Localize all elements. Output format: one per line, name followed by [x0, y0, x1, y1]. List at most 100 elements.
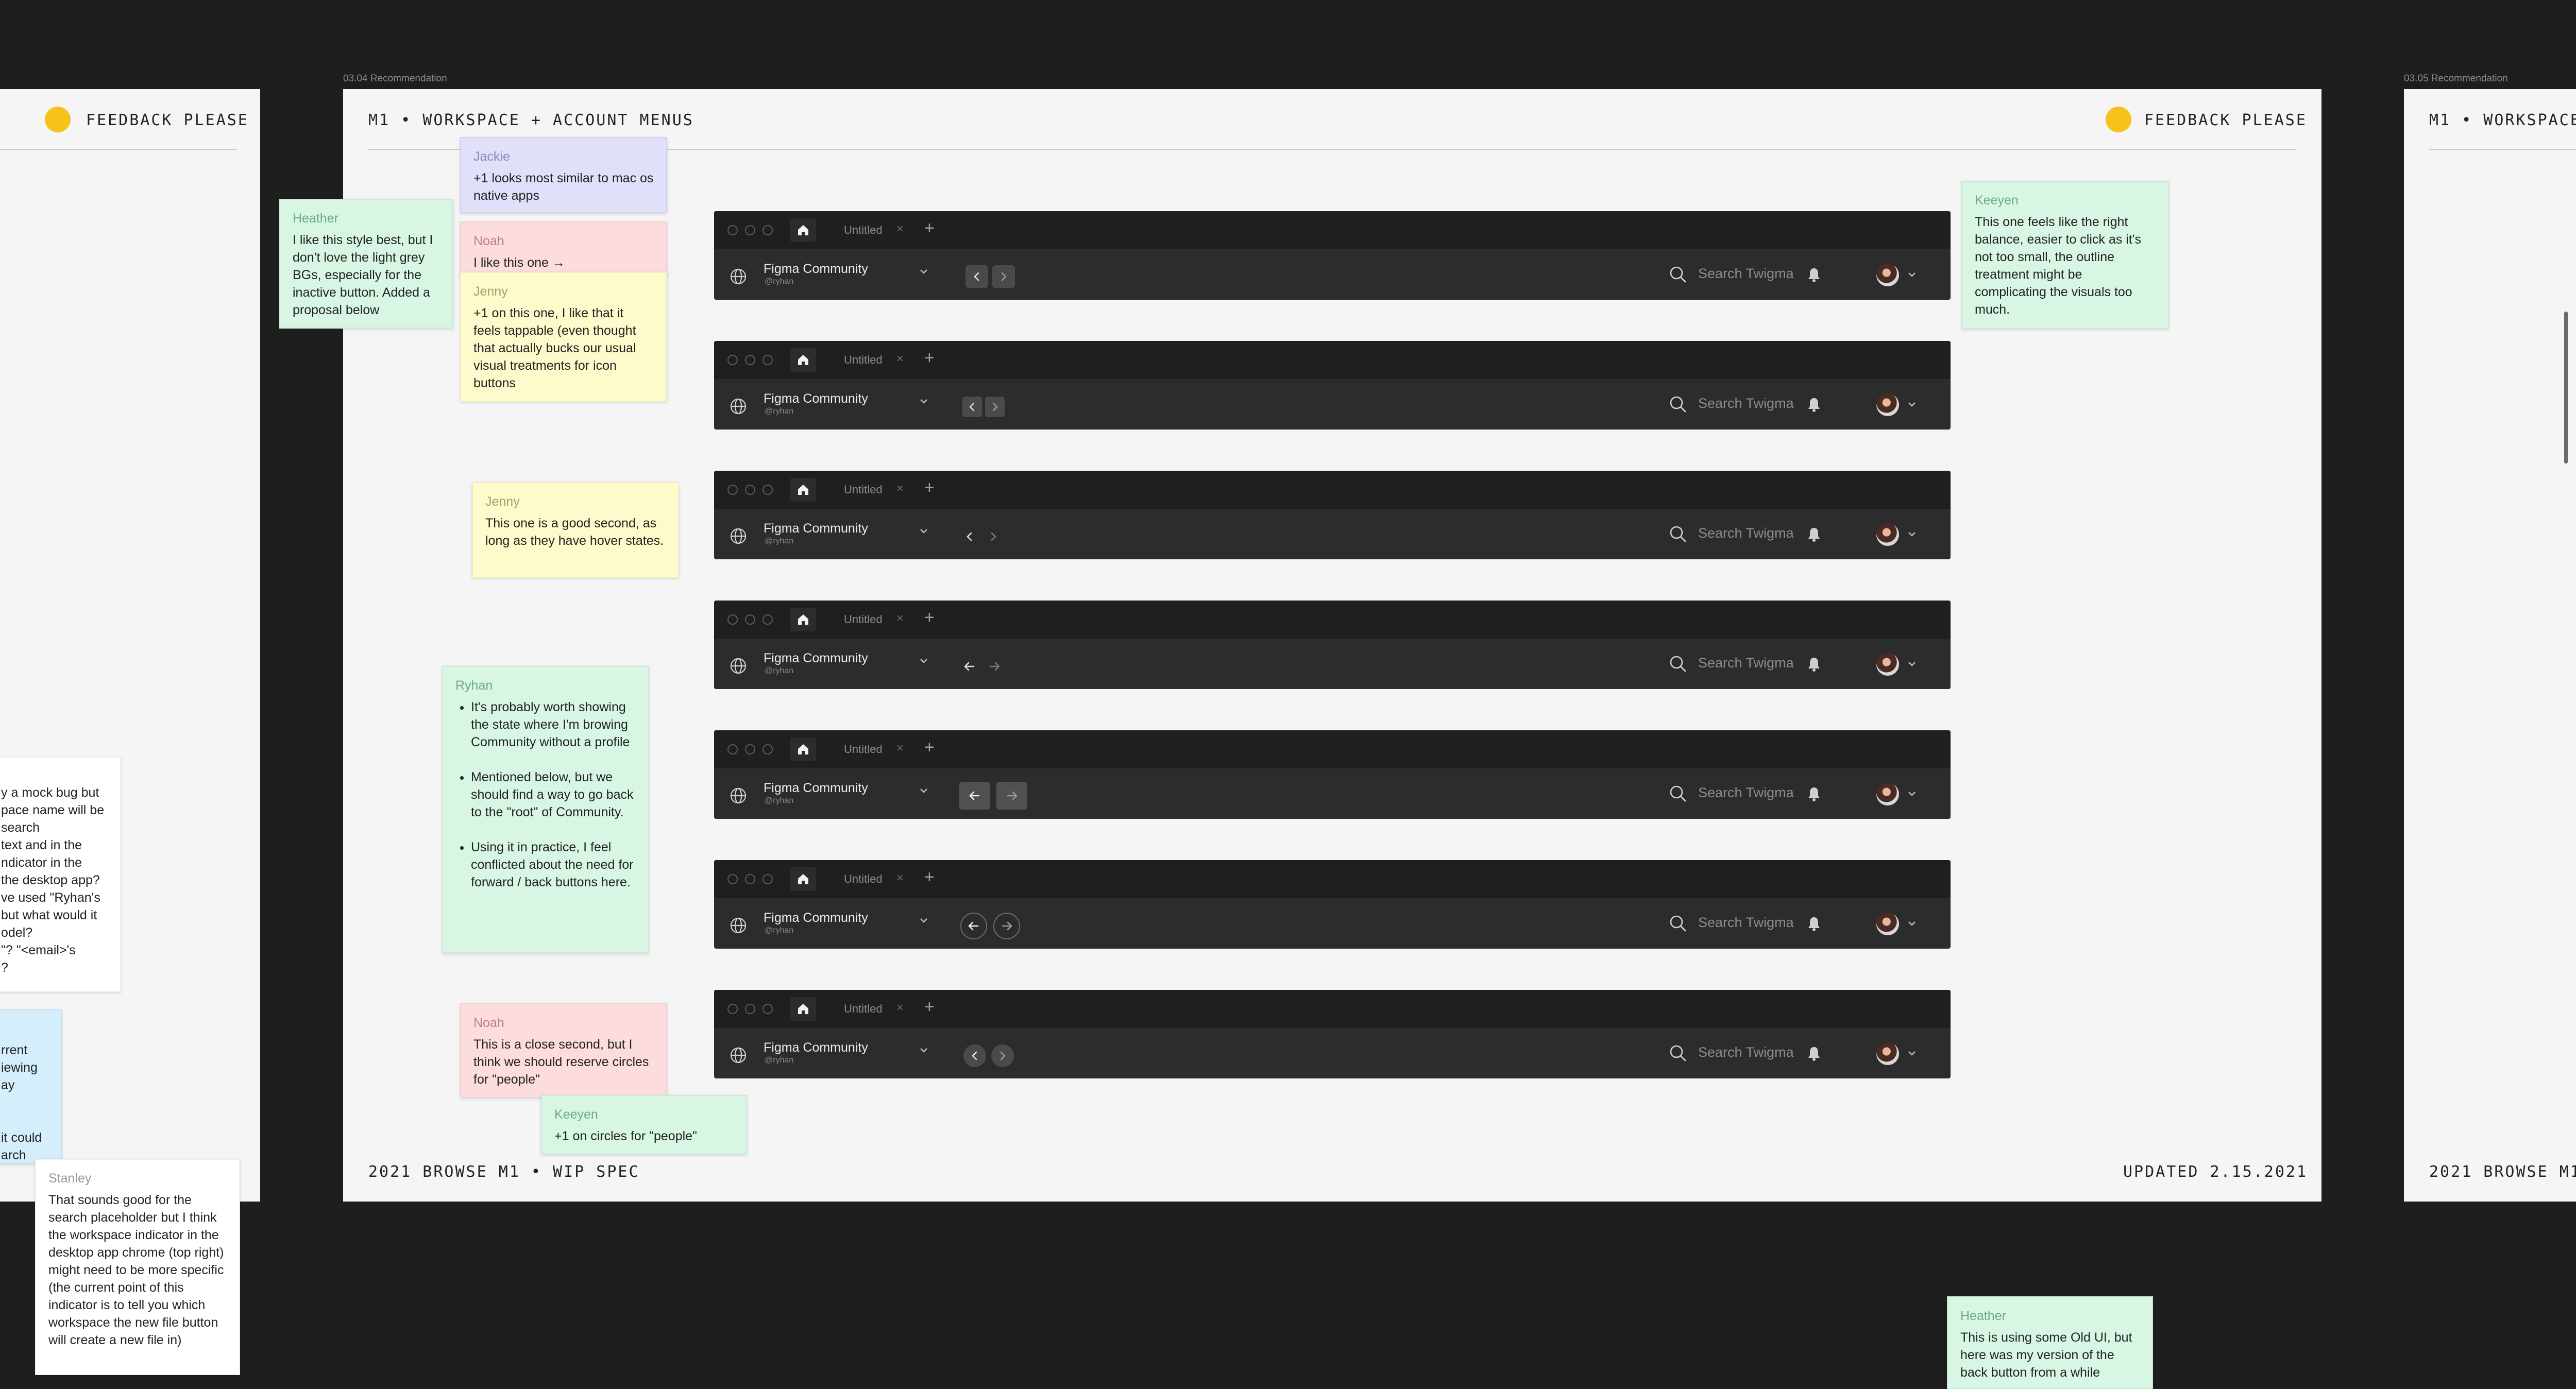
- note-jackie[interactable]: Jackie +1 looks most similar to mac os n…: [460, 137, 667, 213]
- window-minimize-dot[interactable]: [745, 614, 755, 625]
- file-tab-title[interactable]: Untitled: [844, 224, 883, 236]
- search-input[interactable]: Search Twigma: [1698, 655, 1794, 671]
- file-tab-title[interactable]: Untitled: [844, 483, 883, 496]
- note-keeyen-circles[interactable]: Keeyen +1 on circles for "people": [541, 1095, 747, 1155]
- note-stanley[interactable]: Stanley That sounds good for the search …: [35, 1159, 240, 1375]
- bell-icon[interactable]: [1806, 1045, 1822, 1062]
- bell-icon[interactable]: [1806, 397, 1822, 413]
- note-jenny[interactable]: Jenny +1 on this one, I like that it fee…: [460, 272, 667, 402]
- window-minimize-dot[interactable]: [745, 355, 755, 365]
- home-tab[interactable]: [790, 348, 816, 372]
- window-zoom-dot[interactable]: [762, 225, 773, 235]
- search-icon[interactable]: [1668, 265, 1688, 284]
- window-minimize-dot[interactable]: [745, 1004, 755, 1014]
- back-button[interactable]: [962, 397, 982, 417]
- forward-button[interactable]: [985, 397, 1005, 417]
- workspace-name[interactable]: Figma Community: [764, 1040, 868, 1055]
- avatar[interactable]: [1876, 264, 1899, 286]
- back-button[interactable]: [963, 1044, 986, 1067]
- window-zoom-dot[interactable]: [762, 1004, 773, 1014]
- avatar[interactable]: [1876, 913, 1899, 935]
- window-zoom-dot[interactable]: [762, 874, 773, 884]
- new-tab-button[interactable]: +: [924, 608, 935, 627]
- chevron-down-icon[interactable]: [1907, 530, 1917, 540]
- new-tab-button[interactable]: +: [924, 738, 935, 757]
- tab-close-icon[interactable]: ×: [896, 611, 904, 625]
- forward-button[interactable]: [992, 265, 1015, 288]
- back-button[interactable]: [961, 528, 978, 545]
- workspace-name[interactable]: Figma Community: [764, 262, 868, 276]
- home-tab[interactable]: [790, 608, 816, 631]
- home-tab[interactable]: [790, 738, 816, 761]
- search-icon[interactable]: [1668, 654, 1688, 674]
- home-tab[interactable]: [790, 867, 816, 891]
- note-jenny-second[interactable]: Jenny This one is a good second, as long…: [472, 482, 679, 578]
- window-close-dot[interactable]: [727, 744, 738, 754]
- search-input[interactable]: Search Twigma: [1698, 915, 1794, 930]
- search-input[interactable]: Search Twigma: [1698, 1044, 1794, 1060]
- search-input[interactable]: Search Twigma: [1698, 266, 1794, 281]
- forward-button[interactable]: [985, 528, 1002, 545]
- window-minimize-dot[interactable]: [745, 874, 755, 884]
- file-tab-title[interactable]: Untitled: [844, 743, 883, 756]
- search-input[interactable]: Search Twigma: [1698, 785, 1794, 800]
- chevron-down-icon[interactable]: [919, 398, 928, 407]
- window-minimize-dot[interactable]: [745, 225, 755, 235]
- bell-icon[interactable]: [1806, 916, 1822, 932]
- chevron-down-icon[interactable]: [919, 527, 928, 537]
- search-icon[interactable]: [1668, 524, 1688, 544]
- workspace-name[interactable]: Figma Community: [764, 391, 868, 406]
- canvas-scrollbar[interactable]: [2564, 312, 2568, 464]
- window-close-dot[interactable]: [727, 355, 738, 365]
- note-noah[interactable]: Noah I like this one →: [460, 221, 667, 277]
- new-tab-button[interactable]: +: [924, 348, 935, 368]
- window-zoom-dot[interactable]: [762, 485, 773, 495]
- chevron-down-icon[interactable]: [919, 1047, 928, 1056]
- window-close-dot[interactable]: [727, 614, 738, 625]
- file-tab-title[interactable]: Untitled: [844, 353, 883, 366]
- avatar[interactable]: [1876, 653, 1899, 676]
- search-icon[interactable]: [1668, 1043, 1688, 1063]
- workspace-name[interactable]: Figma Community: [764, 651, 868, 665]
- window-close-dot[interactable]: [727, 874, 738, 884]
- back-button[interactable]: [961, 658, 978, 675]
- note-ryhan[interactable]: Ryhan It's probably worth showing the st…: [442, 666, 649, 953]
- search-input[interactable]: Search Twigma: [1698, 396, 1794, 411]
- bell-icon[interactable]: [1806, 786, 1822, 802]
- window-minimize-dot[interactable]: [745, 744, 755, 754]
- tab-close-icon[interactable]: ×: [896, 871, 904, 885]
- window-close-dot[interactable]: [727, 485, 738, 495]
- chevron-down-icon[interactable]: [1907, 401, 1917, 410]
- bell-icon[interactable]: [1806, 526, 1822, 543]
- home-tab[interactable]: [790, 997, 816, 1021]
- new-tab-button[interactable]: +: [924, 867, 935, 887]
- workspace-name[interactable]: Figma Community: [764, 911, 868, 925]
- file-tab-title[interactable]: Untitled: [844, 872, 883, 885]
- forward-button[interactable]: [996, 782, 1027, 810]
- forward-button[interactable]: [993, 913, 1020, 939]
- note-noah-second[interactable]: Noah This is a close second, but I think…: [460, 1003, 667, 1098]
- avatar[interactable]: [1876, 523, 1899, 546]
- new-tab-button[interactable]: +: [924, 478, 935, 498]
- forward-button[interactable]: [991, 1044, 1014, 1067]
- chevron-down-icon[interactable]: [919, 787, 928, 796]
- search-icon[interactable]: [1668, 784, 1688, 803]
- home-tab[interactable]: [790, 478, 816, 502]
- window-close-dot[interactable]: [727, 1004, 738, 1014]
- tab-close-icon[interactable]: ×: [896, 352, 904, 366]
- back-button[interactable]: [965, 265, 988, 288]
- note-heather[interactable]: Heather I like this style best, but I do…: [279, 199, 453, 329]
- workspace-name[interactable]: Figma Community: [764, 521, 868, 536]
- search-icon[interactable]: [1668, 914, 1688, 933]
- workspace-name[interactable]: Figma Community: [764, 781, 868, 795]
- note-keeyen[interactable]: Keeyen This one feels like the right bal…: [1961, 181, 2169, 329]
- tab-close-icon[interactable]: ×: [896, 222, 904, 236]
- chevron-down-icon[interactable]: [1907, 1050, 1917, 1059]
- new-tab-button[interactable]: +: [924, 997, 935, 1017]
- tab-close-icon[interactable]: ×: [896, 741, 904, 755]
- chevron-down-icon[interactable]: [1907, 920, 1917, 929]
- back-button[interactable]: [960, 913, 987, 939]
- avatar[interactable]: [1876, 393, 1899, 416]
